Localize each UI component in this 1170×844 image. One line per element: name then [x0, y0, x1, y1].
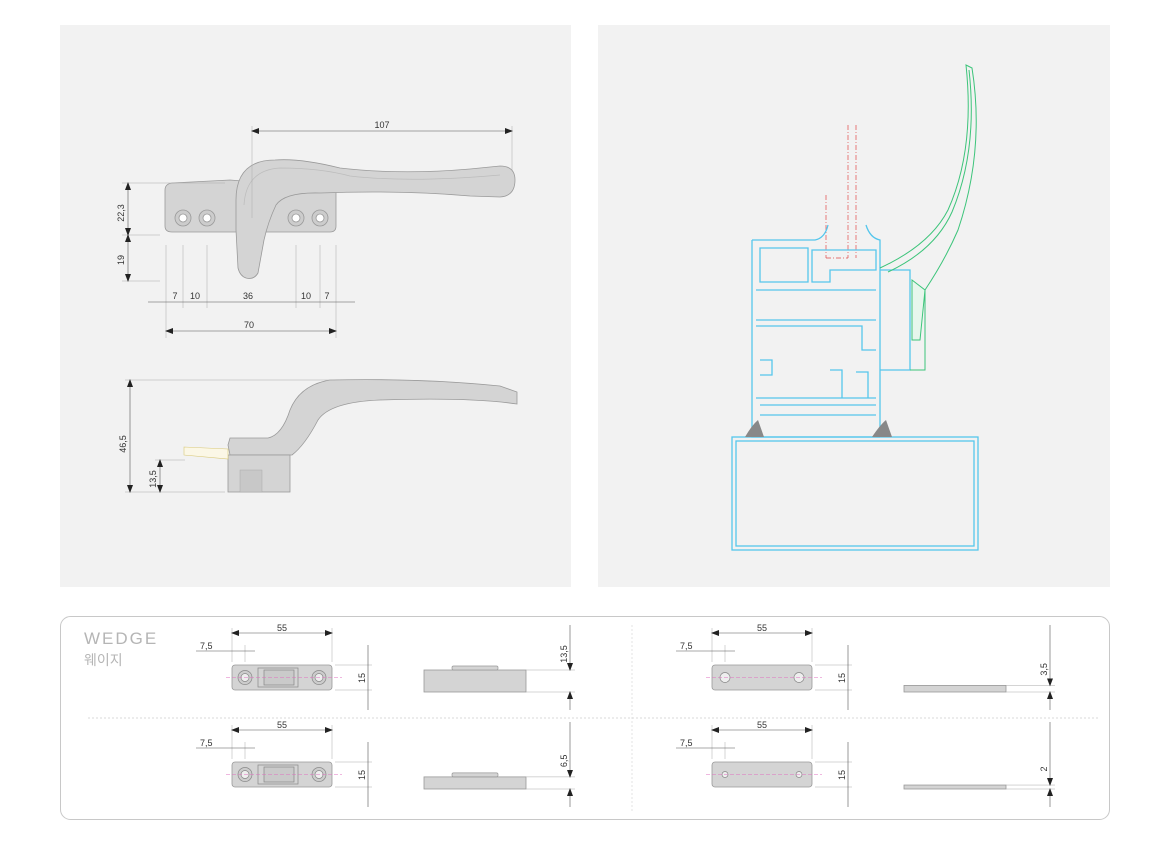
- dim-spacing-5: 7: [324, 291, 329, 301]
- dim-total-height: 46,5: [118, 435, 128, 453]
- dim-spacing-3: 36: [243, 291, 253, 301]
- handle-side-view: 46,5 13,5: [118, 379, 518, 493]
- dim-wedge-offset: 7,5: [680, 641, 693, 651]
- dim-wedge-offset: 7,5: [680, 738, 693, 748]
- dim-wedge-width: 15: [837, 673, 847, 683]
- handle-lever: [235, 159, 516, 279]
- wedge-items: 55 7,5 15 13,5 55 7,5 15 3,5 55 7,5 15 6,5 55 7,5 15 2: [196, 623, 1055, 807]
- wedge-plan-view: [706, 761, 822, 788]
- section-drawing-panel: [598, 25, 1110, 587]
- handle-section: [879, 64, 977, 371]
- handle-side-lever: [227, 379, 518, 456]
- dim-upper-height: 22,3: [116, 204, 126, 222]
- dim-wedge-offset: 7,5: [200, 641, 213, 651]
- handle-top-view: 107 22,3 19 7 10 36 10 7 70: [116, 120, 516, 338]
- handle-drawing-panel: [60, 25, 571, 587]
- dim-spacing-2: 10: [190, 291, 200, 301]
- dim-length: 107: [374, 120, 389, 130]
- dim-wedge-offset: 7,5: [200, 738, 213, 748]
- window-section-view: [731, 64, 979, 551]
- wedge-plan-view: [226, 664, 342, 691]
- wedge-side-view: [903, 685, 1007, 693]
- dim-spacing-4: 10: [301, 291, 311, 301]
- wedge-side-view: [423, 665, 527, 693]
- dim-wedge-height: 2: [1039, 767, 1049, 772]
- dim-wedge-width: 15: [837, 770, 847, 780]
- wedge-plan-view: [706, 664, 822, 691]
- dim-base-height: 13,5: [148, 470, 158, 488]
- wedge-side-view: [423, 772, 527, 790]
- dim-wedge-height: 13,5: [559, 645, 569, 663]
- wedge-item: 55 7,5 15 2: [676, 720, 1055, 807]
- dim-lower-height: 19: [116, 255, 126, 265]
- center-axis-lines: [825, 125, 857, 259]
- wedge-title: WEDGE: [84, 629, 158, 648]
- dim-wedge-width: 15: [357, 770, 367, 780]
- mounting-holes: [174, 209, 329, 227]
- window-frame-profile: [731, 224, 979, 551]
- wedge-plan-view: [226, 761, 342, 788]
- dim-wedge-width: 15: [357, 673, 367, 683]
- dim-wedge-length: 55: [277, 623, 287, 633]
- wedge-title-korean: 웨이지: [84, 653, 123, 669]
- wedge-side-view: [903, 784, 1007, 790]
- dim-total-width: 70: [244, 320, 254, 330]
- wedge-item: 55 7,5 15 3,5: [676, 623, 1055, 710]
- dim-wedge-length: 55: [757, 720, 767, 730]
- dim-wedge-length: 55: [277, 720, 287, 730]
- wedge-item: 55 7,5 15 6,5: [196, 720, 575, 807]
- dim-wedge-height: 6,5: [559, 755, 569, 768]
- dim-wedge-height: 3,5: [1039, 663, 1049, 676]
- wedge-item: 55 7,5 15 13,5: [196, 623, 575, 710]
- dim-wedge-length: 55: [757, 623, 767, 633]
- dim-spacing-1: 7: [172, 291, 177, 301]
